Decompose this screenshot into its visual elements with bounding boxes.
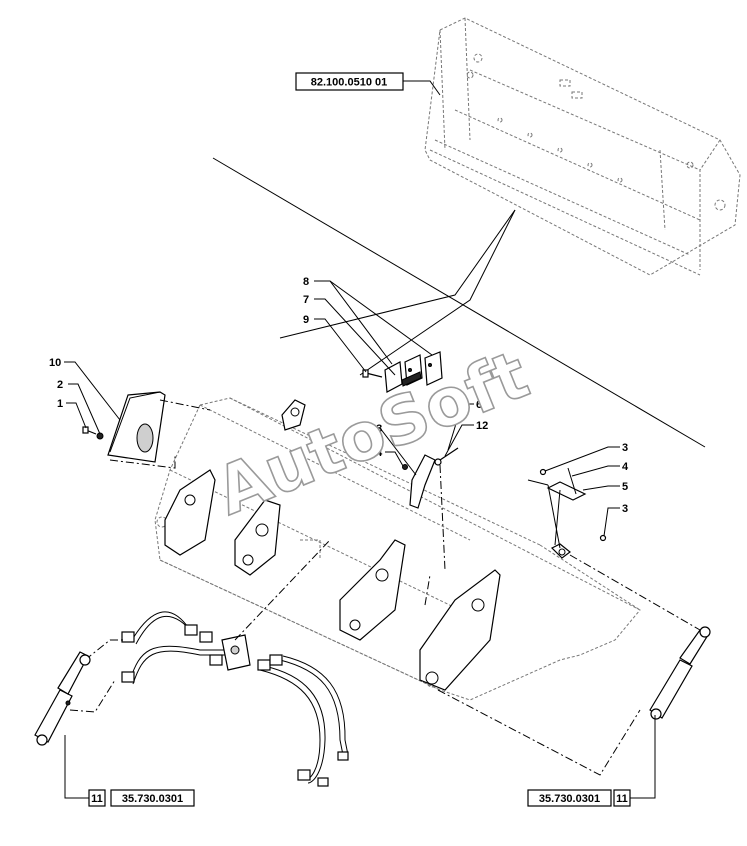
cover-plate-12 — [107, 391, 166, 463]
hydraulic-cylinder-left — [34, 651, 91, 746]
callout-10: 12 — [476, 420, 488, 432]
pin-14 — [402, 464, 408, 470]
right-cylinder-dash-line — [569, 554, 701, 631]
bucket-pointer-line-2 — [359, 209, 516, 376]
pin-dash-line-2 — [424, 574, 431, 606]
right-cylinder-item-number: 11 — [616, 793, 628, 805]
mounting-bracket-far-left — [164, 469, 216, 556]
left-cylinder-reference[interactable]: 11 35.730.0301 — [88, 789, 195, 807]
pin-6-10 — [434, 447, 459, 466]
callout-4: 4 — [622, 461, 629, 473]
cutting-strip-13 — [409, 454, 436, 509]
hose-dash-line — [234, 539, 331, 641]
left-cylinder-item-number: 11 — [91, 793, 103, 805]
wear-pad-assembly — [384, 351, 443, 393]
mounting-bracket-center — [339, 539, 406, 641]
left-cylinder-dash-top — [84, 639, 125, 661]
callout-14: 14 — [370, 447, 383, 459]
cover-dash-line — [159, 399, 211, 411]
mounting-bracket-right — [419, 569, 501, 691]
left-cylinder-leader — [64, 735, 89, 799]
bolt-9 — [362, 369, 383, 378]
right-cylinder-dash-bottom — [437, 689, 641, 776]
callout-labels: 10 2 1 8 7 9 13 14 6 12 3 4 5 3 — [49, 276, 629, 515]
bucket-reference-code: 82.100.0510 01 — [311, 77, 387, 89]
mounting-bracket-left — [234, 499, 281, 576]
cover-dash-line-2 — [109, 455, 176, 469]
pin-leader — [527, 479, 549, 486]
section-divider-line — [212, 157, 706, 448]
pivot-pin-assembly — [539, 467, 607, 559]
hydraulic-cylinder-right — [649, 626, 711, 720]
bucket-leader-line — [403, 80, 441, 96]
bucket-assembly-ghost — [424, 17, 741, 276]
right-cylinder-reference[interactable]: 35.730.0301 11 — [527, 789, 631, 807]
callout-7: 7 — [303, 294, 309, 306]
bolt-1-washer-2 — [82, 426, 104, 440]
callout-2: 2 — [57, 379, 63, 391]
hinge-lug-top — [281, 399, 306, 431]
pin-dash-line — [439, 464, 446, 571]
callout-5: 5 — [622, 481, 628, 493]
callout-12: 10 — [49, 357, 61, 369]
hydraulic-hoses — [121, 611, 349, 787]
callout-8: 8 — [303, 276, 309, 288]
callout-3-bottom: 3 — [622, 503, 628, 515]
callout-13: 13 — [370, 423, 382, 435]
callout-3-top: 3 — [622, 442, 628, 454]
callout-leaders — [64, 280, 620, 537]
bucket-reference-box[interactable]: 82.100.0510 01 — [295, 72, 404, 91]
right-cylinder-reference-code: 35.730.0301 — [539, 793, 600, 805]
callout-6: 6 — [476, 399, 482, 411]
bucket-pointer-line — [279, 209, 516, 339]
left-cylinder-reference-code: 35.730.0301 — [122, 793, 183, 805]
right-cylinder-leader — [630, 715, 656, 799]
callout-9: 9 — [303, 314, 309, 326]
callout-1: 1 — [57, 398, 63, 410]
left-cylinder-dash-bottom — [69, 679, 116, 713]
